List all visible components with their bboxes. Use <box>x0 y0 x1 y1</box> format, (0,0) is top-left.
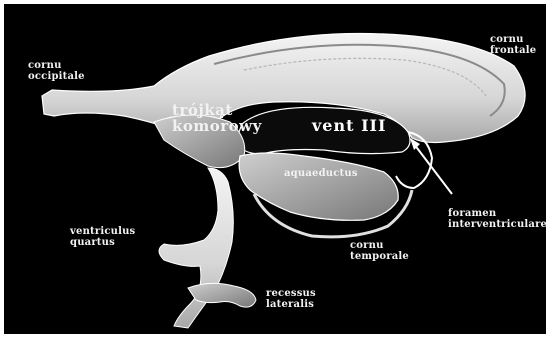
label-recessus-lateralis: recessus lateralis <box>266 288 316 310</box>
fourth-ventricle-column <box>159 168 233 328</box>
label-foramen-interventriculare: foramen interventriculare <box>448 208 546 230</box>
label-cornu-occipitale: cornu occipitale <box>28 60 85 82</box>
label-cornu-frontale: cornu frontale <box>490 34 536 56</box>
foramen-pointer-arrow <box>414 144 452 194</box>
ventricular-system-drawing <box>4 4 546 334</box>
diagram-canvas: cornu occipitale cornu frontale trójkąt … <box>4 4 546 334</box>
label-ventriculus-quartus: ventriculus quartus <box>70 226 135 248</box>
label-cornu-temporale: cornu temporale <box>350 240 409 262</box>
label-aquaeductus: aquaeductus <box>284 168 358 179</box>
aqueduct-shape <box>239 153 398 220</box>
label-trojkat-komorowy: trójkąt komorowy <box>172 102 262 134</box>
label-vent-iii: vent III <box>312 120 387 131</box>
